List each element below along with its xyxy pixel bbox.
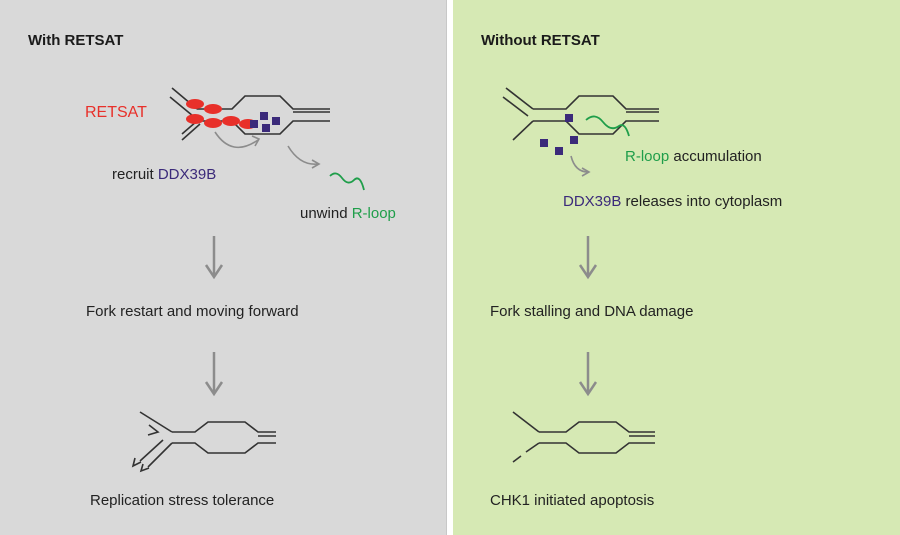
replication-stress-tolerance-label: Replication stress tolerance xyxy=(90,492,275,509)
down-arrow-1 xyxy=(578,236,598,280)
down-arrow-2 xyxy=(204,352,224,397)
fork-restart-label: Fork restart and moving forward xyxy=(86,303,299,320)
broken-fork xyxy=(512,411,655,463)
with-retsat-diagram xyxy=(131,87,365,473)
accumulation-text: accumulation xyxy=(669,148,762,165)
without-retsat-panel: Without RETSAT xyxy=(453,0,900,535)
without-retsat-diagram xyxy=(502,87,659,463)
r-loop-strand-icon xyxy=(329,172,365,191)
ddx39b-release-label: DDX39B releases into cytoplasm xyxy=(563,193,782,210)
released-ddx39b-cluster xyxy=(540,114,578,155)
rloop-text: R-loop xyxy=(625,148,670,165)
recruit-ddx39b-label: recruit DDX39B xyxy=(112,166,216,183)
ddx39b-protein-cluster xyxy=(250,112,280,132)
retsat-label: RETSAT xyxy=(85,104,147,121)
unwind-arrow xyxy=(287,145,321,169)
ddx39b-text: DDX39B xyxy=(157,166,217,183)
unwind-text: unwind xyxy=(300,205,352,222)
fork-stalling-label: Fork stalling and DNA damage xyxy=(490,303,694,320)
with-retsat-panel: With RETSAT xyxy=(0,0,447,535)
recruit-text: recruit xyxy=(112,166,158,183)
ddx39b-text: DDX39B xyxy=(563,193,622,210)
panel-title-with-retsat: With RETSAT xyxy=(28,32,124,49)
recruit-arrow xyxy=(214,131,261,149)
stalled-fork-top xyxy=(502,87,659,141)
unwind-rloop-label: unwind R-loop xyxy=(300,205,396,222)
rloop-accumulation-label: R-loop accumulation xyxy=(625,148,762,165)
rloop-text: R-loop xyxy=(351,205,396,222)
r-loop-strand-icon xyxy=(585,115,630,137)
down-arrow-2 xyxy=(578,352,598,397)
replication-fork-top xyxy=(169,87,330,141)
release-text: releases into cytoplasm xyxy=(621,193,783,210)
retsat-protein-cluster xyxy=(186,99,257,129)
panel-title-without-retsat: Without RETSAT xyxy=(481,32,600,49)
chk1-apoptosis-label: CHK1 initiated apoptosis xyxy=(490,492,655,509)
restarted-fork xyxy=(131,411,276,473)
release-arrow xyxy=(570,155,591,177)
down-arrow-1 xyxy=(204,236,224,280)
